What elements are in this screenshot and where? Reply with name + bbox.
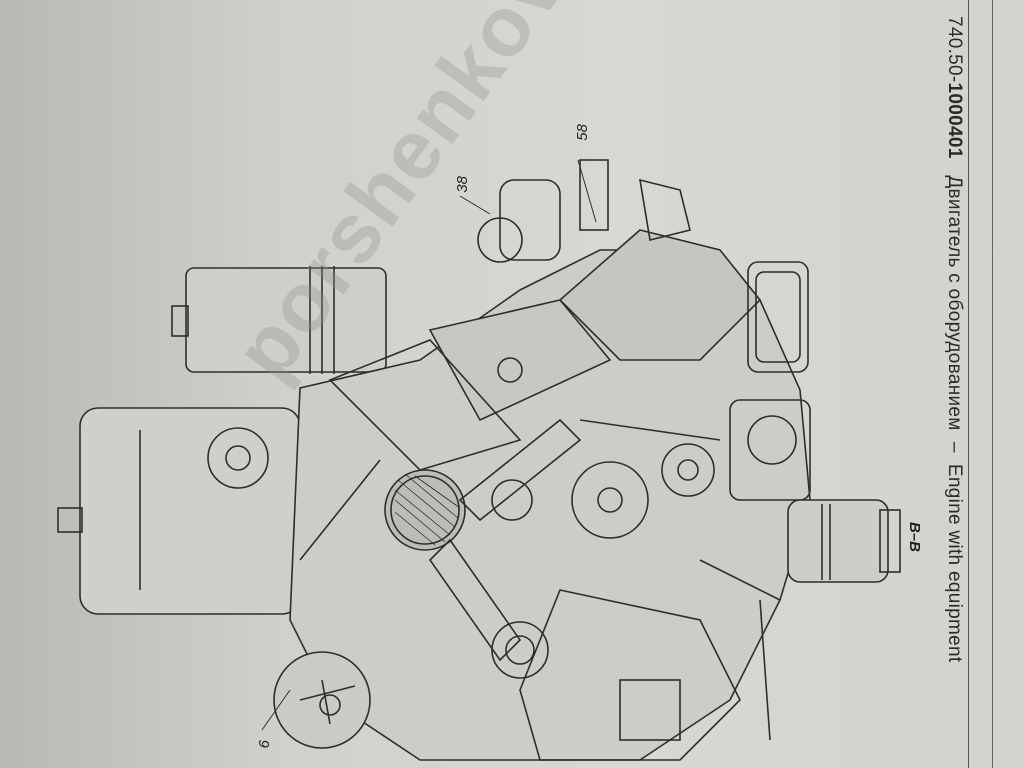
page-header: 740.50-1000401 Двигатель с оборудованием… <box>943 16 965 662</box>
callout-38: 38 <box>454 176 471 193</box>
doc-code: 1000401 <box>944 82 965 159</box>
page-rule-outer <box>992 0 993 768</box>
section-label: В–В <box>906 522 923 553</box>
callout-58: 58 <box>574 124 591 141</box>
callout-6: 6 <box>256 740 273 749</box>
page-rule <box>968 0 969 768</box>
doc-code-prefix: 740.50- <box>944 16 965 83</box>
title-en: Engine with equipment <box>944 463 965 663</box>
title-ru: Двигатель с оборудованием <box>944 175 965 431</box>
title-separator: – <box>944 441 965 453</box>
